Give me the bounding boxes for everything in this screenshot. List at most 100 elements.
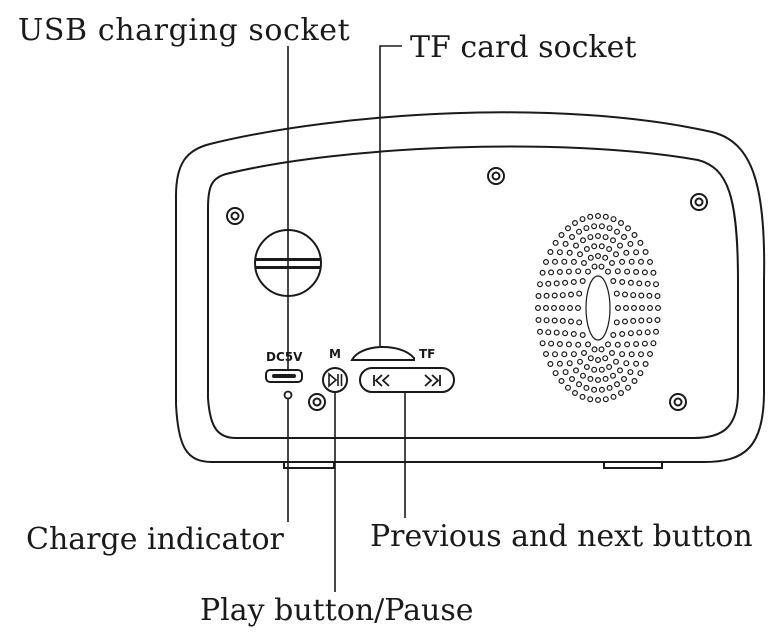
grille-hole: [539, 269, 546, 276]
grille-hole: [637, 351, 644, 358]
grille-hole: [570, 351, 577, 358]
grille-hole: [602, 396, 609, 403]
grille-hole: [606, 384, 613, 391]
grille-hole: [591, 243, 598, 250]
grille-hole: [559, 292, 566, 299]
grille-hole: [620, 234, 627, 241]
grille-hole: [654, 305, 661, 312]
grille-hole: [535, 317, 542, 324]
grille-hole: [570, 331, 577, 338]
grille-hole: [613, 319, 620, 326]
grille-hole: [644, 329, 651, 336]
grille-hole: [616, 367, 623, 374]
grille-hole: [604, 268, 611, 275]
grille-hole: [562, 240, 569, 247]
grille-hole: [610, 393, 617, 400]
grille-hole: [598, 263, 605, 270]
grille-hole: [579, 393, 586, 400]
grille-hole: [627, 369, 634, 376]
grille-hole: [602, 234, 609, 241]
grille-hole: [602, 213, 609, 220]
grille-hole: [576, 290, 583, 297]
grille-hole: [565, 341, 572, 348]
grille-hole: [617, 220, 624, 227]
grille-hole: [587, 355, 594, 362]
grille-hole: [565, 268, 572, 275]
speaker-grille: [534, 213, 661, 404]
grille-hole: [579, 237, 586, 244]
screw-icon: [487, 167, 505, 185]
grille-hole: [610, 332, 617, 339]
prevnext-callout: Previous and next button: [370, 519, 753, 554]
grille-hole: [548, 269, 555, 276]
grille-hole: [613, 381, 620, 388]
grille-hole: [609, 237, 616, 244]
grille-hole: [633, 269, 640, 276]
grille-hole: [534, 305, 541, 312]
grille-hole: [553, 329, 560, 336]
grille-hole: [591, 366, 598, 373]
right-foot: [603, 462, 663, 469]
grille-hole: [617, 390, 624, 397]
grille-hole: [641, 269, 648, 276]
grille-hole: [628, 258, 635, 265]
grille-hole: [646, 259, 653, 266]
charge-callout: Charge indicator: [26, 522, 284, 557]
mode-label: M: [329, 347, 341, 361]
grille-hole: [564, 384, 571, 391]
grille-hole: [612, 358, 619, 365]
grille-hole: [623, 360, 630, 367]
grille-hole: [630, 305, 637, 312]
charge-indicator-led: [283, 390, 293, 400]
grille-hole: [594, 377, 601, 384]
grille-hole: [598, 243, 605, 250]
grille-hole: [556, 269, 563, 276]
grille-hole: [587, 396, 594, 403]
grille-hole: [562, 330, 569, 337]
grille-hole: [630, 292, 637, 299]
grille-hole: [583, 364, 590, 371]
grille-hole: [552, 239, 559, 246]
grille-hole: [602, 254, 609, 261]
grille-hole: [641, 340, 648, 347]
grille-hole: [608, 350, 615, 357]
grille-hole: [579, 372, 586, 379]
grille-hole: [602, 375, 609, 382]
grille-hole: [609, 372, 616, 379]
grille-hole: [644, 280, 651, 287]
grille-hole: [598, 223, 605, 230]
grille-hole: [571, 390, 578, 397]
grille-hole: [638, 292, 645, 299]
grille-hole: [633, 360, 640, 367]
grille-hole: [654, 317, 661, 324]
grille-hole: [637, 258, 644, 265]
grille-hole: [575, 381, 582, 388]
grille-hole: [551, 351, 558, 358]
grille-hole: [553, 280, 560, 287]
grille-hole: [646, 292, 653, 299]
grille-hole: [587, 234, 594, 241]
grille-hole: [584, 341, 591, 348]
grille-hole: [587, 254, 594, 261]
grille-hole: [604, 341, 611, 348]
grille-hole: [619, 279, 626, 286]
grille-hole: [620, 376, 627, 383]
grille-hole: [579, 278, 586, 285]
grille-hole: [576, 358, 583, 365]
grille-hole: [591, 223, 598, 230]
leader-lines: [287, 45, 406, 592]
grille-hole: [561, 258, 568, 265]
grille-hole: [574, 305, 581, 312]
grille-hole: [631, 232, 638, 239]
grille-hole: [594, 357, 601, 364]
grille-hole: [610, 216, 617, 223]
grille-hole: [594, 233, 601, 240]
grille-hole: [627, 240, 634, 247]
grille-hole: [556, 360, 563, 367]
grille-hole: [562, 369, 569, 376]
grille-hole: [633, 249, 640, 256]
grille-hole: [559, 317, 566, 324]
grille-hole: [614, 305, 621, 312]
grille-hole: [539, 340, 546, 347]
grille-hole: [646, 351, 653, 358]
